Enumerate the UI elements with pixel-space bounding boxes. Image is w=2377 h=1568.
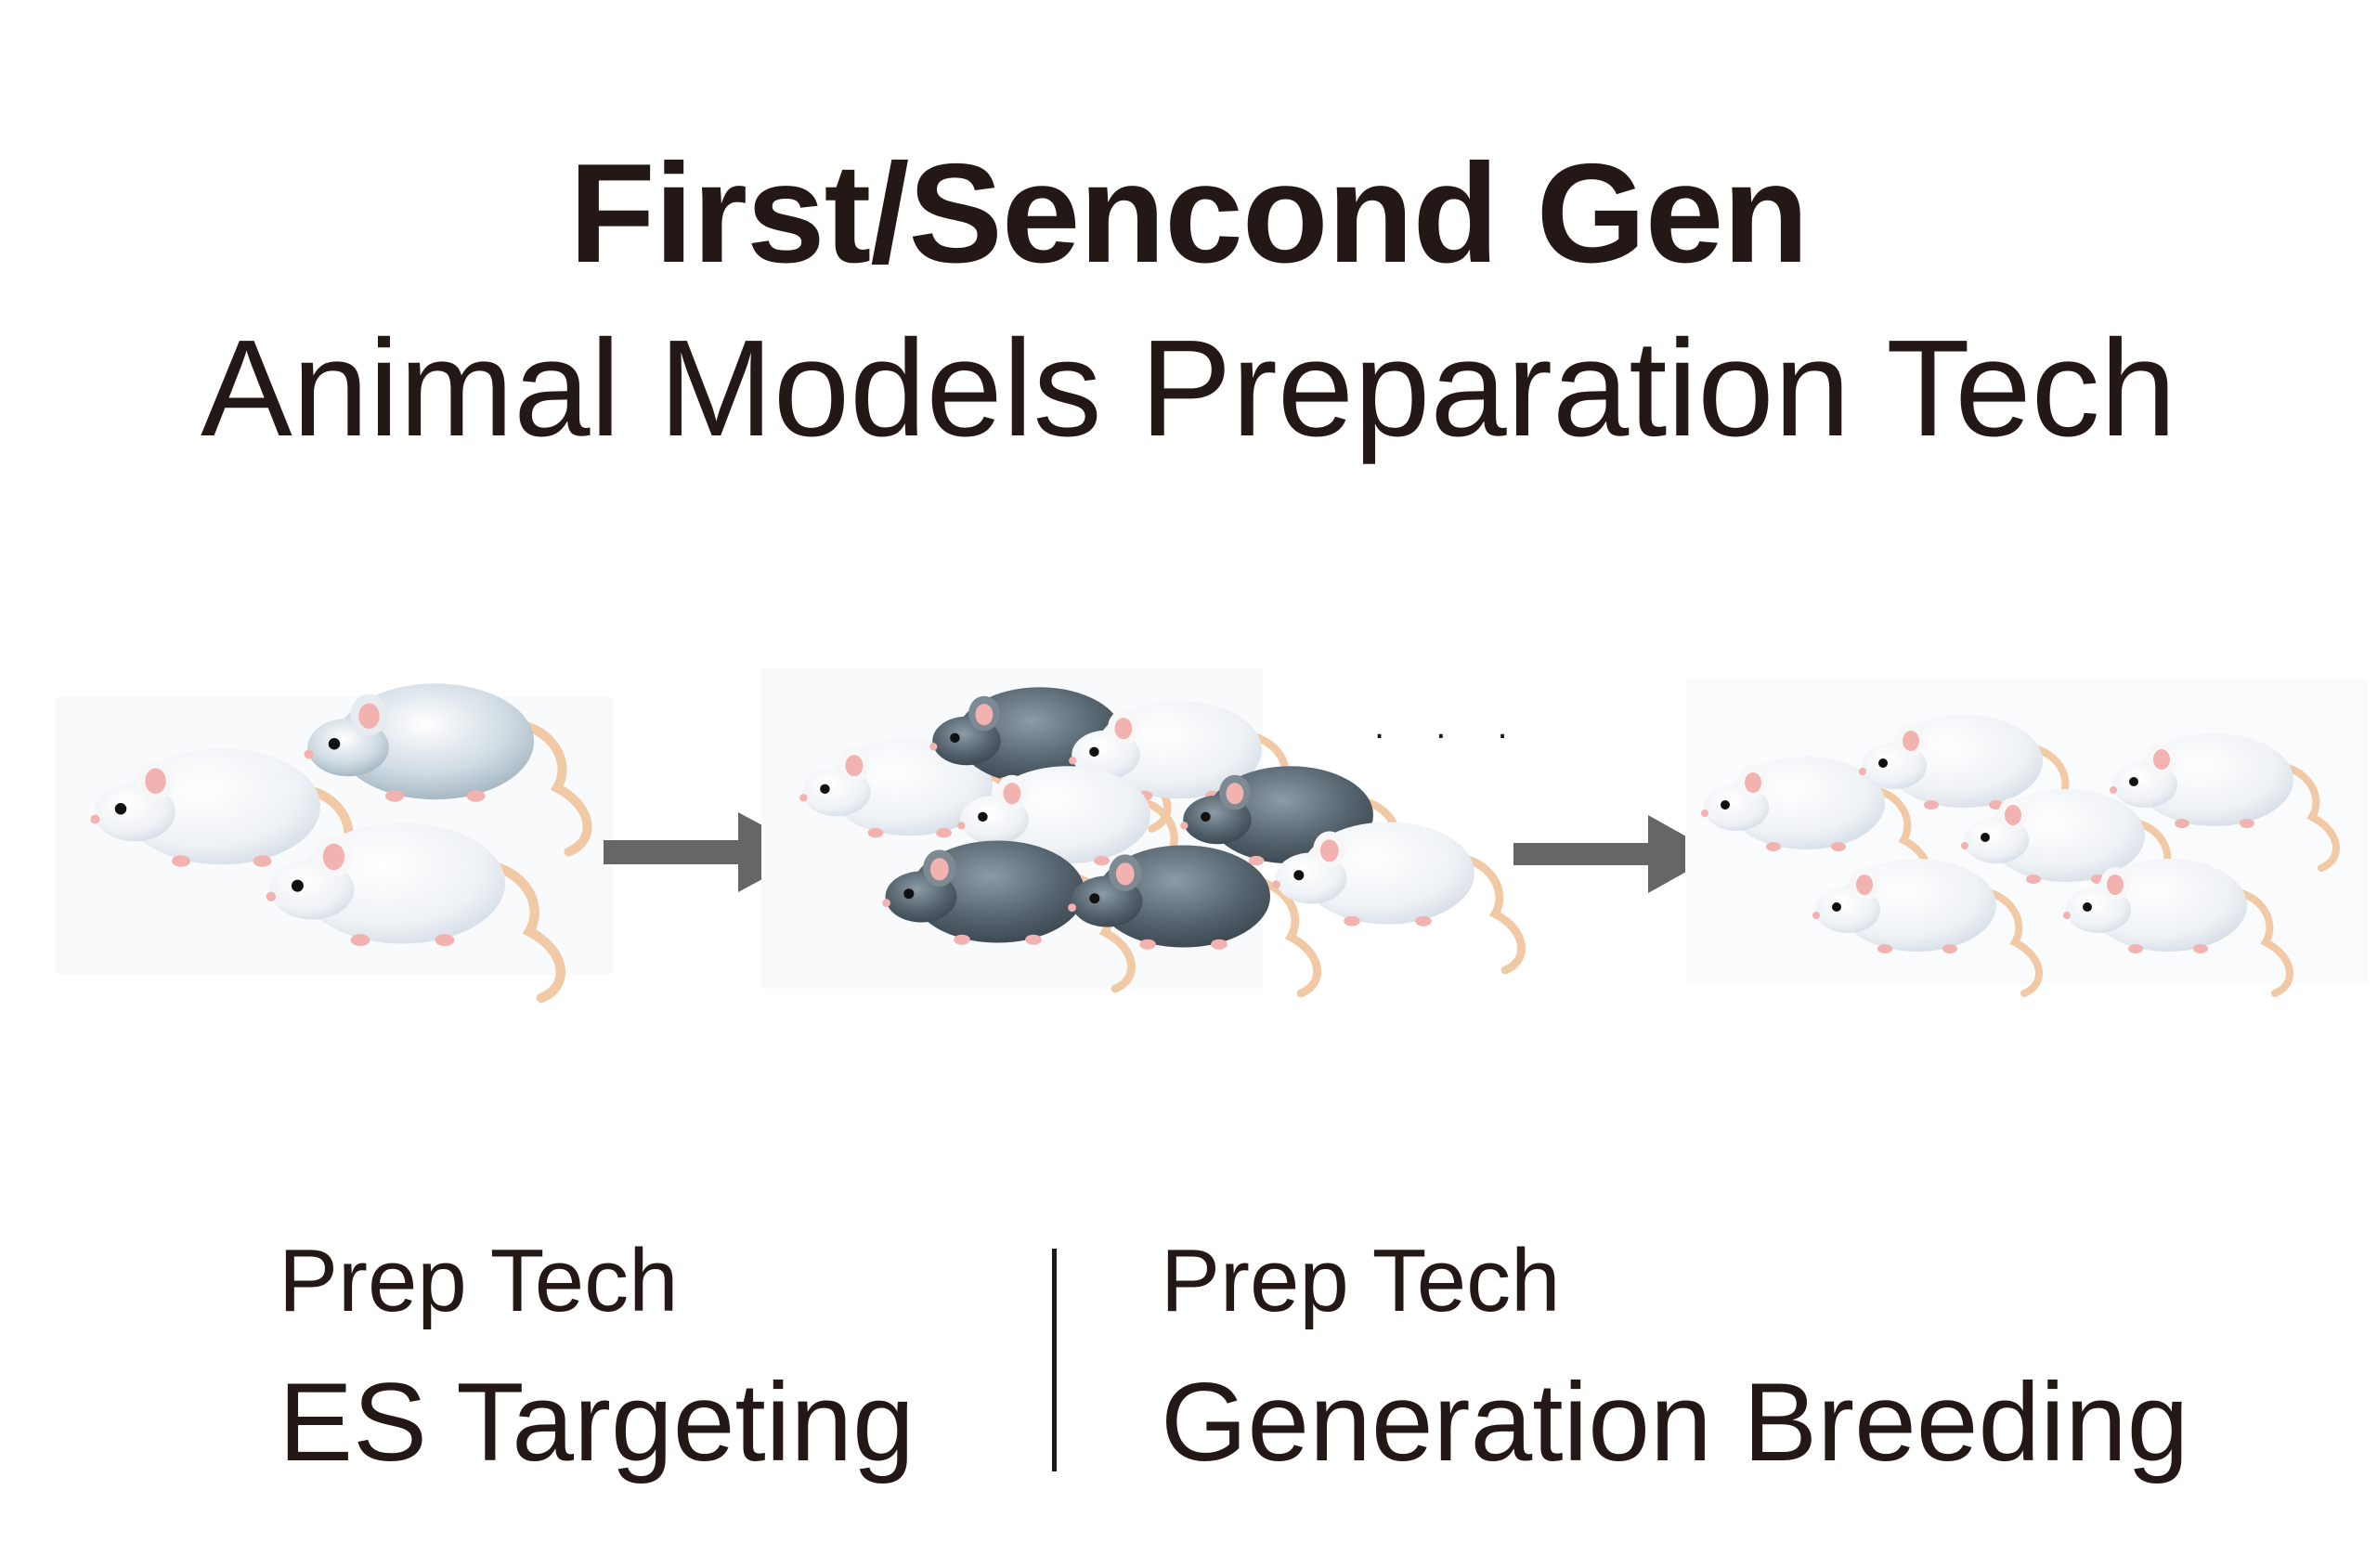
caption-right-kicker: Prep Tech (1161, 1231, 1561, 1330)
ellipsis: . . . (1374, 706, 1528, 746)
title-block: First/Sencond Gen Animal Models Preparat… (0, 130, 2377, 477)
caption-es-targeting: Prep Tech ES Targeting (279, 1225, 915, 1497)
arrow-2 (1513, 815, 1718, 893)
caption-left-name: ES Targeting (279, 1360, 915, 1484)
title-line-1: First/Sencond Gen (568, 135, 1809, 292)
caption-generation-breeding: Prep Tech Generation Breeding (1161, 1225, 2189, 1497)
caption-right-name: Generation Breeding (1161, 1360, 2189, 1484)
title-line-2: Animal Models Preparation Tech (201, 312, 2176, 465)
parent-mice-group (56, 683, 613, 998)
mouse-breeding-illustration: . . . (56, 576, 2368, 1058)
final-colony-group (1685, 678, 2368, 993)
caption-divider (1052, 1249, 1057, 1471)
caption-left-kicker: Prep Tech (279, 1231, 679, 1330)
breeding-generation-group (761, 668, 1522, 993)
